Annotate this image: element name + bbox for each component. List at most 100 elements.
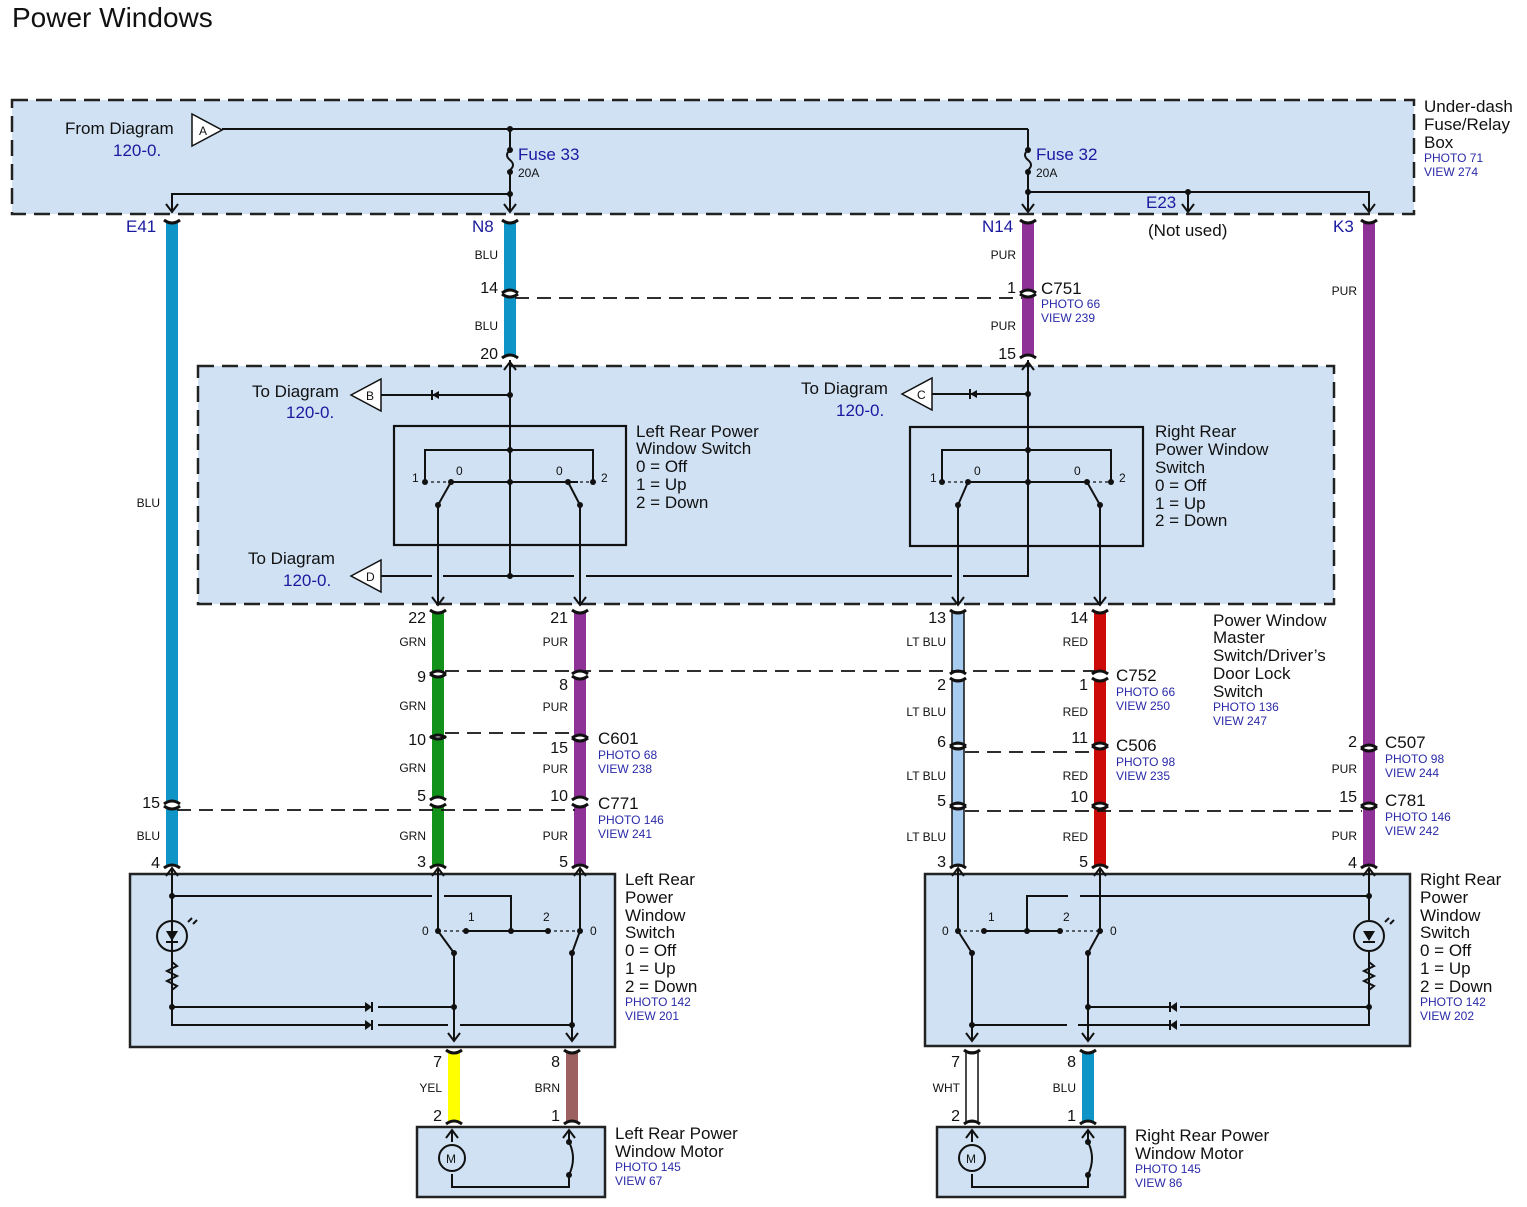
svg-text:VIEW 241: VIEW 241 [598,827,652,841]
connector-cap [1091,669,1109,676]
connector-cap [501,288,519,295]
pin-number: 1 [1067,1108,1076,1125]
svg-text:VIEW 86: VIEW 86 [1135,1176,1183,1190]
left-rear-switch-label: Left Rear Power Window Switch 0 = Off 1 … [636,422,759,512]
connector-cap [1360,801,1378,808]
svg-text:2: 2 [1063,910,1070,924]
to-diagram-c-ref: 120-0. [836,401,884,420]
connector-cap [1019,218,1037,225]
wire-color-label: PUR [1332,284,1358,298]
connector-cap [563,1048,581,1055]
svg-text:VIEW 67: VIEW 67 [615,1174,663,1188]
connector-cap [429,669,447,676]
right-rear-switch-box [923,872,1412,1048]
connector-cap [1091,801,1109,808]
connector-cap [1360,746,1378,753]
svg-text:0: 0 [1110,924,1117,938]
svg-text:PHOTO 142: PHOTO 142 [1420,995,1486,1009]
connector-cap [963,1048,981,1055]
wire-r14 [1094,612,1106,672]
svg-text:Window Switch: Window Switch [636,439,751,458]
pin-number: 8 [551,1054,560,1071]
svg-text:0 = Off: 0 = Off [1155,476,1206,495]
diode-icon [1169,1020,1177,1030]
connector-cap [571,736,589,743]
connector-cap [949,863,967,870]
right-motor-circuit [965,1128,1095,1188]
fuse-32-rating: 20A [1036,166,1057,180]
svg-text:D: D [366,570,375,584]
wire-color-label: LT BLU [906,705,946,719]
connector-c752: C752 PHOTO 66 VIEW 250 [1116,666,1175,713]
right-rear-switch-label: Right Rear Power Window Switch 0 = Off 1… [1420,870,1502,1023]
pin-number: 2 [937,677,946,694]
svg-text:2 = Down: 2 = Down [625,977,697,996]
svg-text:1: 1 [412,471,419,485]
wire-color-label: PUR [1332,829,1358,843]
wire-l21 [574,612,586,672]
wire-l22 [432,676,444,736]
svg-text:Left Rear Power: Left Rear Power [636,422,759,441]
wire-l21 [574,678,586,736]
pin-number: 21 [550,610,568,627]
svg-text:1: 1 [468,910,475,924]
connector-cap [1091,744,1109,751]
pin-number: 10 [408,732,426,749]
svg-text:Door Lock: Door Lock [1213,664,1291,683]
pin-number: 1 [1007,280,1016,297]
connector-c506: C506 PHOTO 98 VIEW 235 [1116,736,1175,783]
connector-cap [571,608,589,615]
svg-text:2: 2 [601,471,608,485]
svg-text:Switch: Switch [1420,923,1470,942]
wire-n14 [1022,222,1034,291]
terminal-e41: E41 [126,217,156,236]
left-motor-circuit [445,1128,576,1188]
svg-text:0: 0 [942,924,949,938]
svg-text:PHOTO 145: PHOTO 145 [1135,1162,1201,1176]
fuse-33-rating: 20A [518,166,539,180]
connector-cap [1360,804,1378,811]
diode-icon [431,390,439,400]
svg-text:Fuse/Relay: Fuse/Relay [1424,115,1510,134]
pin-number: 2 [1348,734,1357,751]
wire-color-label: RED [1063,635,1089,649]
pin-number: 4 [1348,855,1357,872]
to-diagram-b-label: To Diagram [252,382,339,401]
svg-text:Power: Power [625,888,674,907]
svg-text:C751: C751 [1041,279,1082,298]
connector-cap [949,676,967,683]
pin-number: 10 [1070,789,1088,806]
master-switch-label: Power Window Master Switch/Driver’s Door… [1213,611,1327,728]
from-diagram-label: From Diagram [65,119,174,138]
wire-color-label: PUR [543,635,569,649]
from-diagram-ref: 120-0. [113,141,161,160]
pin-number: 11 [1071,730,1088,747]
svg-text:0 = Off: 0 = Off [636,457,687,476]
wire-color-label: BLU [475,319,498,333]
connector-cap [429,734,447,741]
right-motor-label: Right Rear Power Window Motor PHOTO 145 … [1135,1126,1270,1190]
pin-number: 15 [142,795,160,812]
pin-number: 5 [937,793,946,810]
terminal-k3: K3 [1333,217,1354,236]
svg-text:PHOTO 136: PHOTO 136 [1213,700,1279,714]
svg-text:VIEW 201: VIEW 201 [625,1009,679,1023]
diode-icon [1169,1002,1177,1012]
fuse-32-label: Fuse 32 [1036,145,1097,164]
master-switch-box [196,364,1336,606]
connector-cap [1019,353,1037,360]
wire-r13 [951,611,965,673]
wire-color-label: BRN [535,1081,560,1095]
fuse-box-label: Under-dash Fuse/Relay Box PHOTO 71 VIEW … [1424,97,1513,179]
wire-color-label: WHT [933,1081,961,1095]
to-diagram-b-ref: 120-0. [286,403,334,422]
connector-c781: C781 PHOTO 146 VIEW 242 [1385,791,1451,838]
svg-text:Power: Power [1420,888,1469,907]
fuse-33-label: Fuse 33 [518,145,579,164]
diode-icon [365,1002,373,1012]
wire-r14 [1094,680,1106,744]
connector-c771: C771 PHOTO 146 VIEW 241 [598,794,664,841]
svg-text:Master: Master [1213,628,1265,647]
resistor-icon [1361,951,1377,1007]
wire-e41 [166,808,178,866]
